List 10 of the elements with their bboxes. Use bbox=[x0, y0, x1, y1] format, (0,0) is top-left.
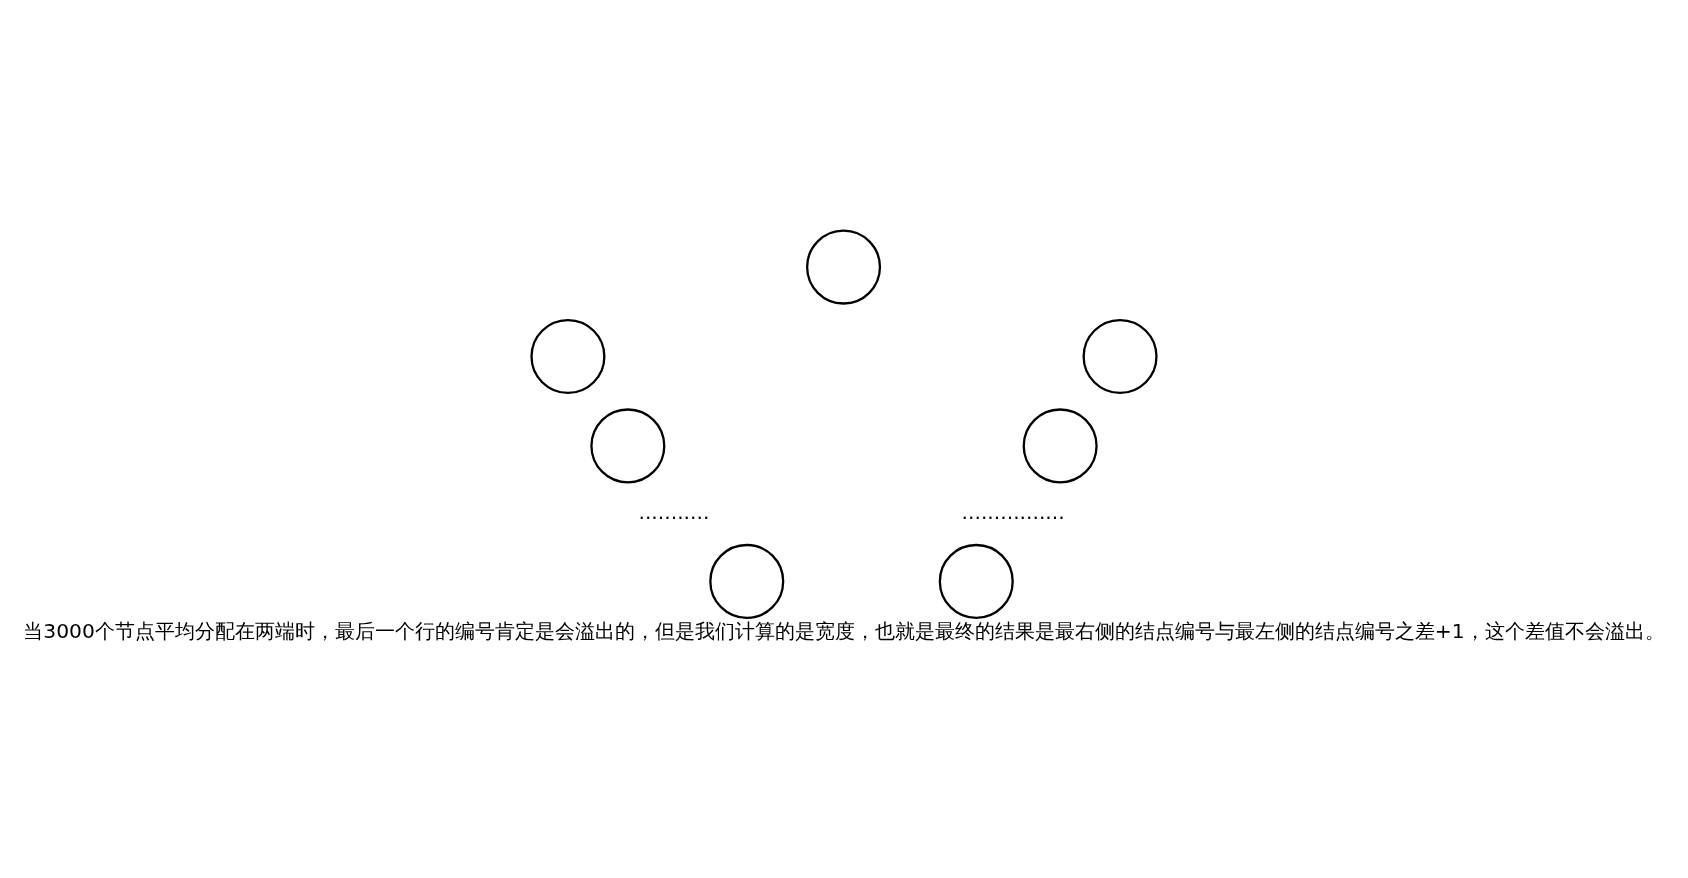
node-circle bbox=[709, 543, 785, 619]
caption: 当3000个节点平均分配在两端时，最后一个行的编号肯定是会溢出的，但是我们计算的是宽度，也就是最终的结果是最右侧的结点编号与最左侧的结点编号之差+1，这个差值不会溢出。 bbox=[23, 618, 1665, 643]
node-circle bbox=[806, 229, 882, 305]
node-circle bbox=[1022, 408, 1098, 484]
label: ........... bbox=[638, 499, 710, 524]
node-circle bbox=[1082, 318, 1158, 395]
node-circle bbox=[530, 318, 606, 395]
node-circle bbox=[938, 543, 1014, 619]
node-circle bbox=[590, 408, 666, 484]
label: ................ bbox=[961, 499, 1065, 524]
